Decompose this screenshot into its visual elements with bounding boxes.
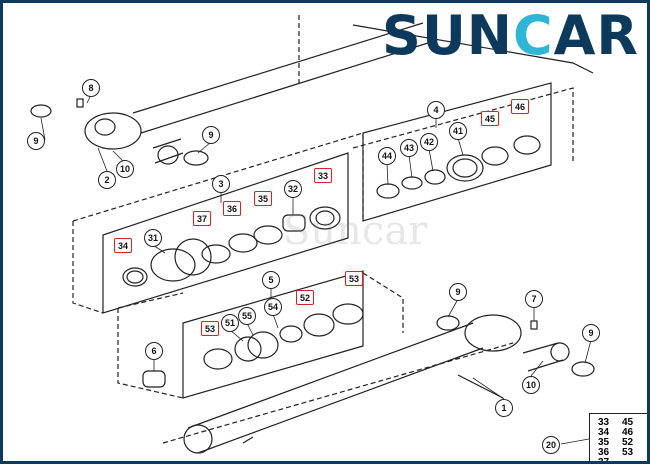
part-callout: 6	[145, 342, 163, 360]
cylinder-barrel	[183, 314, 595, 454]
part-callout: 32	[284, 180, 302, 198]
seal-kit-group-3	[122, 206, 341, 287]
part-callout: 51	[221, 314, 239, 332]
highlighted-part-callout: 52	[296, 290, 314, 305]
part-callout: 10	[116, 160, 134, 178]
part-callout: 10	[522, 376, 540, 394]
part-callout: 54	[264, 298, 282, 316]
seal-kit-group-5	[142, 303, 364, 388]
group-boxes	[102, 24, 594, 399]
part-callout: 43	[400, 139, 418, 157]
watermark: Suncar	[283, 208, 428, 254]
part-callout: 5	[262, 271, 280, 289]
part-callout: 55	[238, 307, 256, 325]
highlighted-part-callout: 53	[345, 271, 363, 286]
highlighted-part-callout: 53	[201, 321, 219, 336]
part-callout: 31	[144, 229, 162, 247]
part-callout: 42	[420, 133, 438, 151]
highlighted-part-callout: 33	[314, 168, 332, 183]
part-callout: 41	[449, 122, 467, 140]
part-callout: 3	[212, 175, 230, 193]
highlighted-part-callout: 45	[481, 111, 499, 126]
highlighted-part-callout: 36	[223, 201, 241, 216]
part-callout: 9	[202, 126, 220, 144]
part-callout: 2	[98, 171, 116, 189]
part-callout: 9	[582, 324, 600, 342]
seal-kit-group-4	[376, 135, 541, 199]
piston-rod	[30, 22, 429, 166]
part-callout: 9	[449, 283, 467, 301]
highlighted-part-callout: 46	[511, 99, 529, 114]
part-callout: 4	[427, 101, 445, 119]
part-callout: 44	[378, 147, 396, 165]
leader-lines	[40, 94, 592, 445]
part-callout: 1	[495, 399, 513, 417]
cylinder-exploded-view	[30, 15, 595, 454]
highlighted-part-callout: 35	[254, 191, 272, 206]
suncar-logo: SUNCAR	[382, 4, 639, 67]
part-callout: 7	[525, 290, 543, 308]
highlighted-part-callout: 34	[114, 238, 132, 253]
part-callout: 8	[82, 79, 100, 97]
highlighted-part-callout: 37	[193, 211, 211, 226]
part-callout: 20	[542, 436, 560, 454]
part-callout: 9	[27, 132, 45, 150]
